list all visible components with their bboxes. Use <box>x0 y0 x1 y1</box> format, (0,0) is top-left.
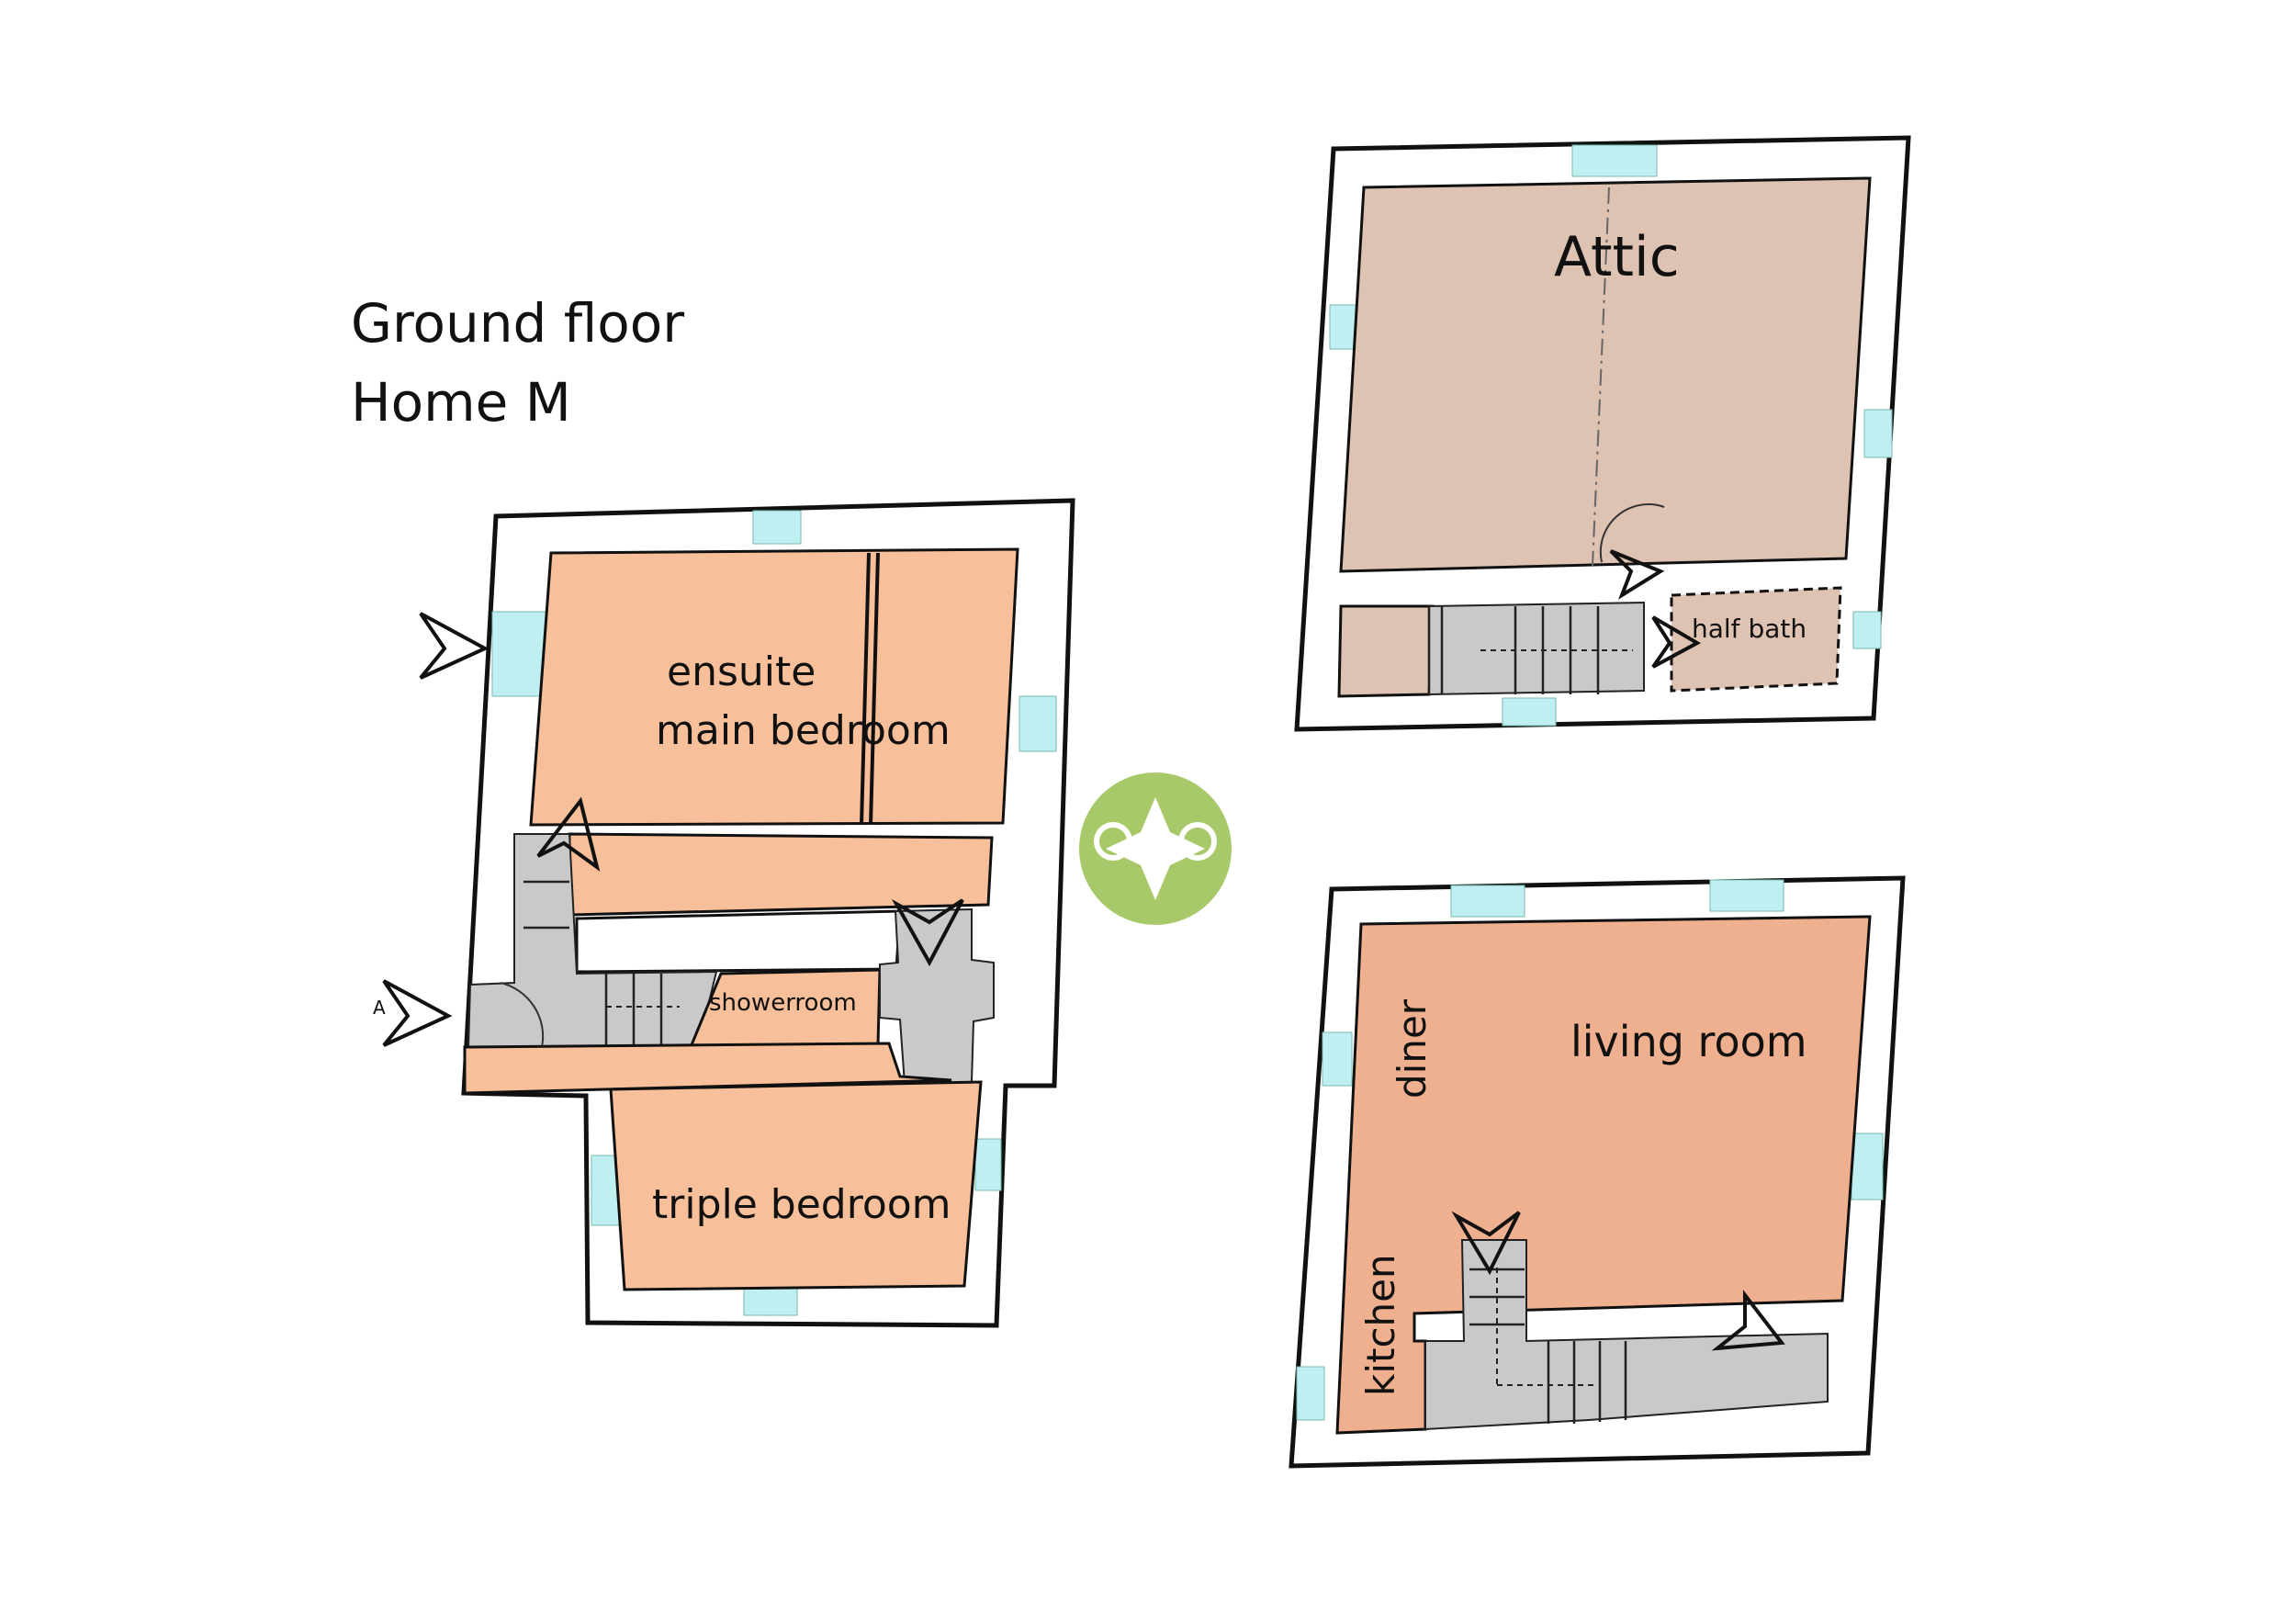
stair-arrow-icon <box>1651 615 1702 669</box>
entrance-marker: A <box>373 997 386 1019</box>
room-label-triple-bedroom: triple bedroom <box>652 1181 951 1228</box>
stair-arrow-icon <box>1451 1211 1521 1276</box>
entrance-arrow-icon <box>419 612 490 680</box>
room-label-attic: Attic <box>1554 225 1680 289</box>
window <box>1329 304 1358 350</box>
window <box>1322 1031 1353 1087</box>
triple-bedroom <box>609 1080 983 1291</box>
ensuite-main-bedroom <box>529 547 1019 827</box>
room-label-ensuite: ensuite <box>667 648 816 695</box>
logo-icon <box>1074 767 1237 930</box>
home-name: Home M <box>351 371 571 434</box>
stair-arrow-icon <box>1609 549 1665 600</box>
window <box>752 510 802 545</box>
window <box>1852 611 1882 649</box>
hallway <box>463 1042 952 1095</box>
room-label-diner: diner <box>1390 998 1435 1099</box>
upper-floor-plan: living room diner kitchen <box>1289 875 1906 1469</box>
corridor <box>568 832 994 917</box>
window <box>974 1138 1002 1191</box>
window <box>1863 409 1893 458</box>
window <box>1851 1133 1884 1200</box>
window <box>1502 697 1557 727</box>
attic-floor-plan: Attic half bath <box>1294 135 1911 732</box>
room-label-half-bath: half bath <box>1692 614 1806 644</box>
stair-arrow-icon <box>1711 1290 1785 1351</box>
window <box>743 1287 798 1316</box>
ground-floor-plan: ensuite main bedroom showerroom triple b… <box>373 498 1075 1328</box>
room-label-main-bedroom: main bedroom <box>656 707 951 754</box>
stair-arrow-icon <box>891 898 964 967</box>
floor-title: Ground floor <box>351 292 684 355</box>
entrance-arrow-icon <box>382 979 453 1047</box>
window <box>1296 1366 1325 1421</box>
attic-room <box>1339 176 1872 573</box>
upper-stairs <box>1424 1239 1829 1431</box>
window <box>1571 144 1658 177</box>
window <box>1450 885 1525 918</box>
attic-stairs <box>1428 601 1645 696</box>
window <box>491 611 546 697</box>
window <box>1019 695 1057 752</box>
window <box>1709 879 1784 912</box>
stair-arrow-icon <box>536 796 601 872</box>
room-label-living-room: living room <box>1570 1017 1807 1066</box>
room-label-showerroom: showerroom <box>709 989 857 1017</box>
room-label-kitchen: kitchen <box>1358 1254 1403 1396</box>
